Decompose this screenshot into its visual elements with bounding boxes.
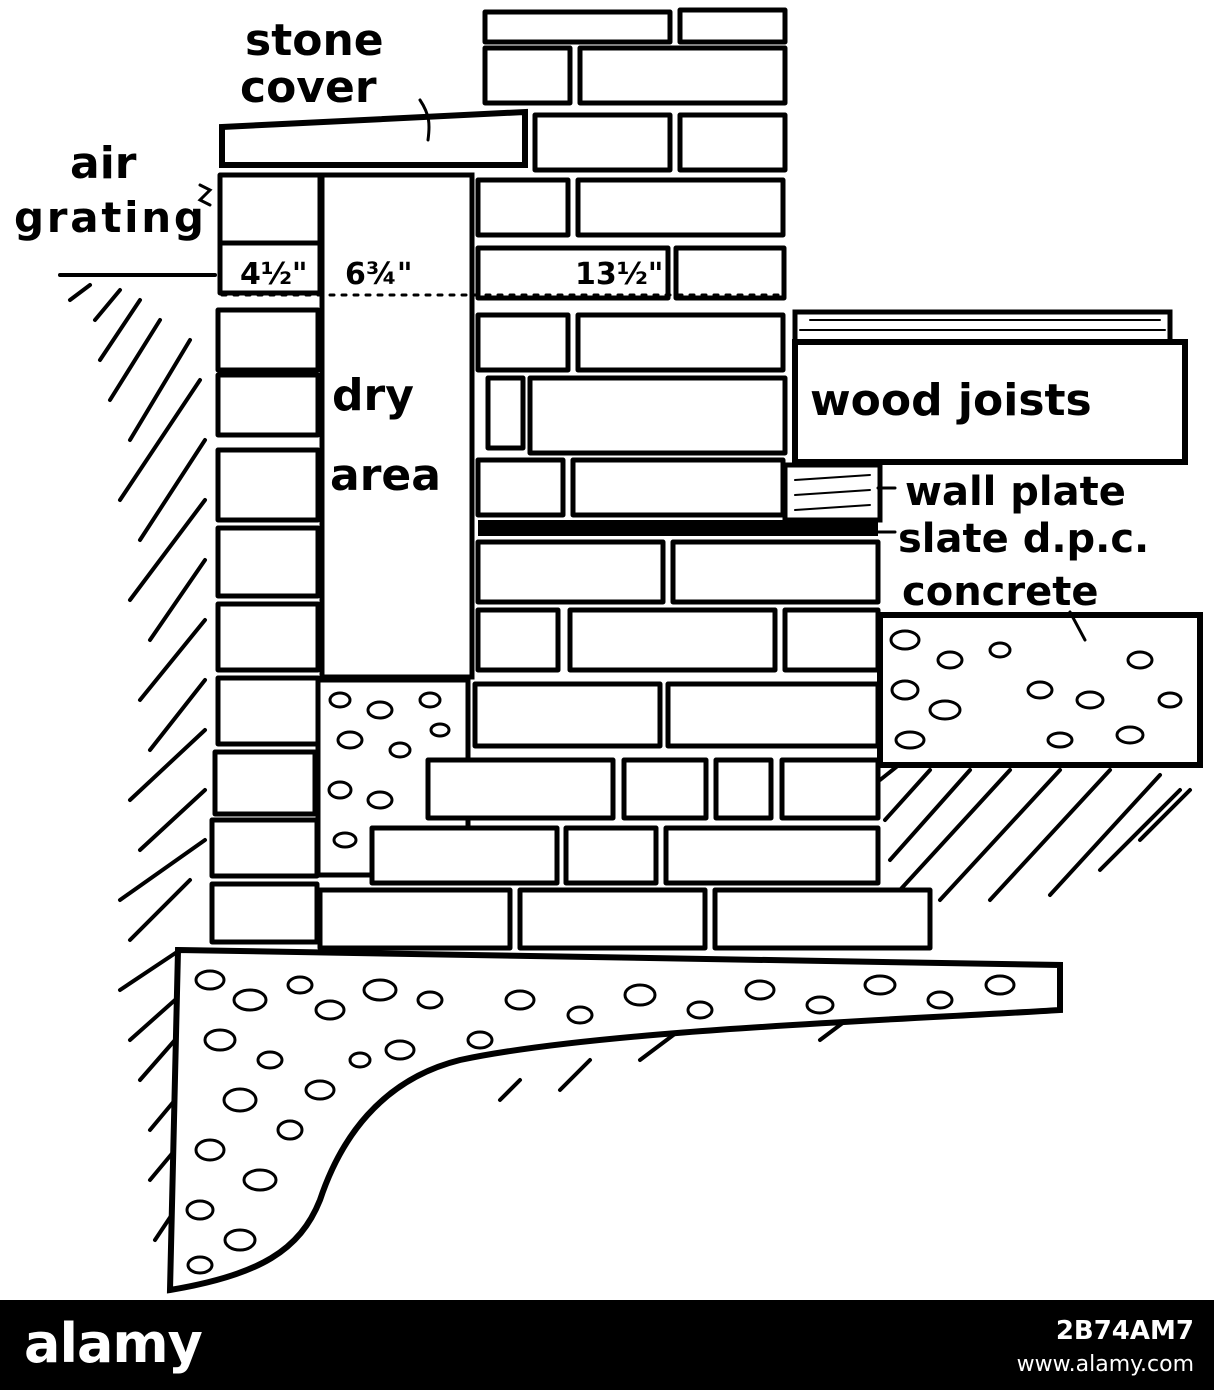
watermark-footer: alamy 2B74AM7 www.alamy.com	[0, 1300, 1214, 1390]
site-url: www.alamy.com	[1016, 1352, 1194, 1377]
wood-joists	[792, 309, 1188, 465]
label-dim-4-half: 4½"	[240, 257, 308, 292]
label-dim-13-half: 13½"	[575, 257, 663, 292]
label-wall-plate: wall plate	[905, 469, 1126, 515]
label-stone: stone	[245, 15, 384, 66]
label-dim-6-three-quarter: 6¾"	[345, 257, 413, 292]
footer-meta: 2B74AM7 www.alamy.com	[1017, 1316, 1194, 1377]
foundation-concrete	[166, 946, 1063, 1294]
alamy-logo: alamy	[24, 1312, 203, 1375]
label-concrete: concrete	[902, 569, 1098, 615]
earth-hatching	[58, 273, 1192, 1242]
label-wood-joists: wood joists	[810, 375, 1092, 426]
floor-concrete	[877, 612, 1203, 768]
outer-retaining-wall	[209, 172, 323, 945]
label-area: area	[330, 450, 441, 501]
logo-text: alamy	[24, 1312, 203, 1375]
wall-section-diagram: stone cover air grating 4½" 6¾" 13½" dry…	[14, 7, 1203, 1294]
wall-plate	[782, 462, 883, 523]
label-slate-dpc: slate d.p.c.	[898, 516, 1149, 562]
label-air: air	[70, 138, 137, 189]
label-dry: dry	[332, 370, 414, 421]
main-wall-brickwork	[317, 7, 933, 951]
label-cover: cover	[240, 62, 377, 113]
stone-cover	[219, 108, 528, 168]
label-grating: grating	[14, 193, 204, 242]
leader-lines	[197, 98, 1087, 642]
image-id: 2B74AM7	[1055, 1316, 1194, 1346]
